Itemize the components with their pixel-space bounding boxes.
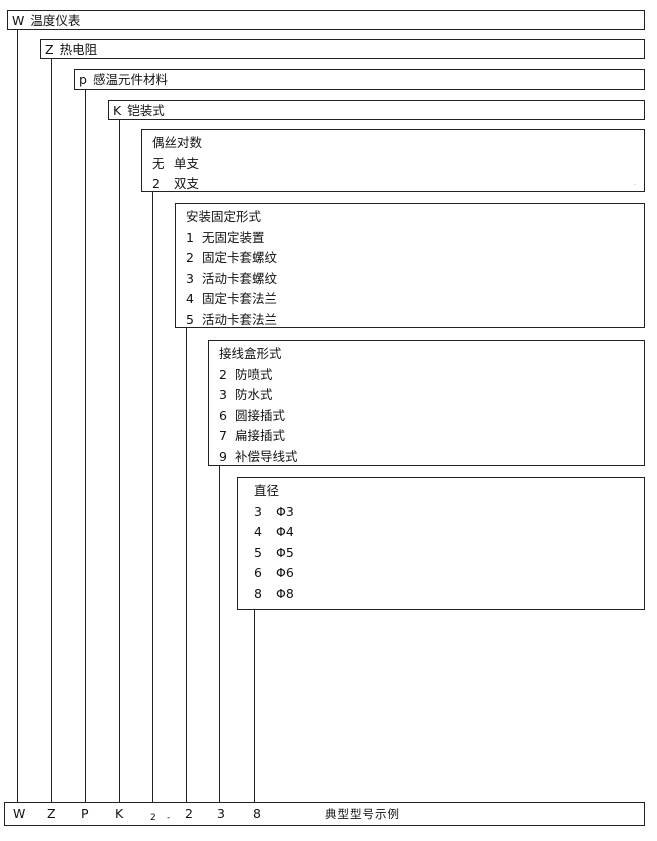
option-code: 4 [186, 291, 194, 306]
option-row: 3 防水式 [219, 385, 644, 406]
option-label: 固定卡套螺纹 [202, 250, 278, 265]
option-label: 固定卡套法兰 [202, 291, 278, 306]
option-row: 9 补偿导线式 [219, 447, 644, 468]
option-label: 补偿导线式 [235, 448, 298, 464]
connector-line-z [51, 58, 52, 802]
example-code-junction: 3 [217, 806, 225, 821]
example-code-dash: - [167, 813, 171, 823]
box-diameter: 直径 3 Φ3 4 Φ4 5 Φ5 6 Φ6 8 Φ8 [237, 477, 645, 610]
option-row: 4 固定卡套法兰 [186, 289, 644, 310]
connector-line-diameter [254, 609, 255, 802]
option-label: 活动卡套螺纹 [202, 270, 278, 286]
option-row: 2 防喷式 [219, 365, 644, 386]
connector-line-p [85, 89, 86, 802]
example-code-z: Z [47, 806, 56, 821]
box-sensing-element-material: p 感温元件材料 [74, 69, 645, 90]
option-label: Φ4 [276, 524, 294, 539]
connector-line-junction-box [219, 465, 220, 802]
example-label: 典型型号示例 [325, 807, 400, 821]
option-label: Φ6 [276, 565, 294, 580]
option-code: 4 [254, 524, 262, 539]
connector-line-wire-pairs [152, 191, 153, 802]
option-row: 3 活动卡套螺纹 [186, 269, 644, 290]
option-row: 8 Φ8 [254, 584, 644, 605]
option-row: 5 活动卡套法兰 [186, 310, 644, 331]
option-label: 扁接插式 [235, 428, 286, 443]
option-label: 防喷式 [235, 366, 273, 382]
option-code: 3 [186, 270, 194, 286]
option-code: 8 [254, 585, 262, 601]
option-label: Φ3 [276, 503, 294, 519]
option-code: 1 [186, 229, 194, 245]
box-code: W [12, 13, 25, 28]
option-label: 双支 [174, 176, 200, 191]
option-label: 防水式 [235, 387, 273, 402]
box-code: p [79, 72, 87, 87]
box-title: 偶丝对数 [152, 135, 203, 150]
option-row: 6 Φ6 [254, 563, 644, 584]
example-code-mounting: 2 [185, 806, 193, 821]
box-thermal-resistance: Z 热电阻 [40, 39, 645, 59]
option-row: 7 扁接插式 [219, 426, 644, 447]
option-code: 2 [186, 250, 194, 265]
option-label: 活动卡套法兰 [202, 311, 278, 327]
box-title: 安装固定形式 [186, 209, 262, 224]
option-code: 5 [186, 311, 194, 327]
box-code: Z [45, 42, 54, 57]
option-code: 无 [152, 155, 165, 171]
example-code-k: K [115, 806, 124, 821]
option-row: 无单支 [152, 154, 644, 175]
option-code: 9 [219, 448, 227, 464]
example-code-p: P [81, 806, 89, 821]
scan-dot: . [634, 180, 636, 187]
option-label: Φ5 [276, 544, 294, 560]
box-wire-pairs: 偶丝对数 无单支 2 双支 . [141, 129, 645, 192]
option-row: 1 无固定装置 [186, 228, 644, 249]
box-title: 直径 [254, 483, 280, 498]
option-row: 6 圆接插式 [219, 406, 644, 427]
option-code: 2 [219, 366, 227, 382]
option-row: 4 Φ4 [254, 522, 644, 543]
example-code-w: W [13, 806, 26, 821]
option-row: 5 Φ5 [254, 543, 644, 564]
option-code: 5 [254, 544, 262, 560]
box-temperature-instrument: W 温度仪表 [7, 10, 645, 30]
connector-line-w [17, 29, 18, 802]
option-code: 6 [219, 407, 227, 423]
option-code: 7 [219, 428, 227, 443]
example-code-pairs: 2 [150, 813, 156, 823]
option-label: 无固定装置 [202, 229, 265, 245]
box-label: 热电阻 [59, 42, 98, 57]
example-code-diameter: 8 [253, 806, 261, 821]
option-code: 3 [219, 387, 227, 402]
example-model-row: W Z P K 2 - 2 3 8 典型型号示例 [4, 802, 645, 826]
box-armored-type: K 铠装式 [108, 100, 645, 120]
connector-line-k [119, 119, 120, 802]
option-code: 3 [254, 503, 262, 519]
option-label: Φ8 [276, 585, 294, 601]
box-label: 温度仪表 [30, 13, 81, 28]
box-title: 接线盒形式 [219, 346, 282, 361]
option-row: 3 Φ3 [254, 502, 644, 523]
option-row: 2 双支 [152, 174, 644, 195]
box-label: 感温元件材料 [92, 72, 168, 87]
option-code: 6 [254, 565, 262, 580]
option-row: 2 固定卡套螺纹 [186, 248, 644, 269]
box-junction-box-form: 接线盒形式 2 防喷式 3 防水式 6 圆接插式 7 扁接插式 9 补偿导线式 [208, 340, 645, 466]
option-label: 单支 [174, 155, 200, 171]
box-code: K [113, 103, 122, 118]
option-code: 2 [152, 176, 160, 191]
option-label: 圆接插式 [235, 407, 286, 423]
box-label: 铠装式 [127, 103, 165, 118]
connector-line-mounting [186, 327, 187, 802]
